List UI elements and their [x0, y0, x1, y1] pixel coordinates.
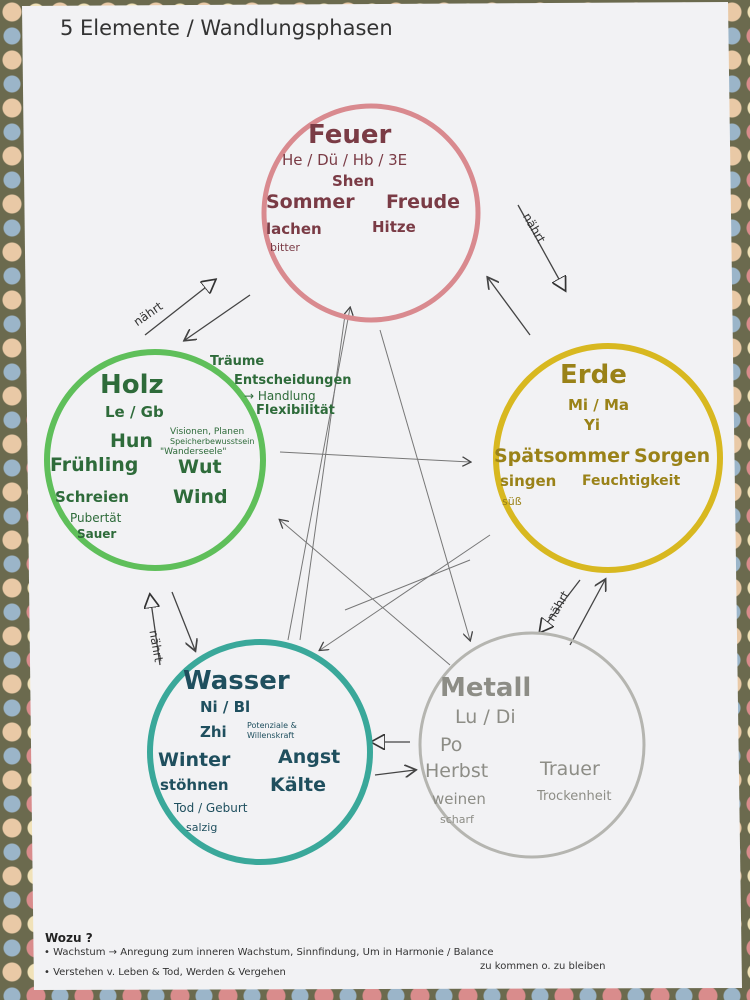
footer-bullet-continued: zu kommen o. zu bleiben	[480, 961, 606, 972]
holz-circle	[44, 349, 266, 571]
metall-spirit: Po	[440, 734, 463, 756]
holz-climate: Wind	[173, 486, 228, 508]
holz-phase: Pubertät	[70, 511, 122, 525]
footer-bullet: • Verstehen v. Leben & Tod, Werden & Ver…	[44, 967, 286, 978]
erde-taste: süß	[502, 495, 522, 508]
metall-season: Herbst	[425, 760, 489, 782]
holz-sound: Schreien	[55, 488, 129, 506]
wasser-spirit: Zhi	[200, 723, 227, 741]
holz-spirit-note: "Wanderseele"	[160, 447, 227, 457]
feuer-circle	[261, 103, 481, 323]
metall-emotion: Trauer	[540, 758, 600, 780]
erde-sound: singen	[500, 472, 557, 490]
holz-organs: Le / Gb	[105, 403, 164, 421]
metall-taste: scharf	[440, 813, 474, 826]
erde-climate: Feuchtigkeit	[582, 473, 681, 489]
holz-note: → Handlung	[244, 389, 316, 403]
feuer-sound: lachen	[266, 220, 322, 238]
holz-taste: Sauer	[77, 527, 117, 541]
holz-title: Holz	[100, 370, 164, 400]
wasser-emotion: Angst	[278, 746, 341, 768]
holz-note: Träume	[210, 354, 265, 369]
erde-organs: Mi / Ma	[568, 396, 630, 414]
paper-sheet	[22, 2, 742, 990]
wasser-circle	[147, 639, 373, 865]
wasser-sound: stöhnen	[160, 776, 229, 794]
wasser-climate: Kälte	[270, 774, 327, 796]
holz-spirit-note: Speicherbewusstsein	[170, 437, 255, 446]
wasser-title: Wasser	[183, 666, 290, 696]
feuer-title: Feuer	[308, 120, 392, 150]
erde-circle	[493, 343, 723, 573]
footer-heading: Wozu ?	[45, 931, 93, 945]
erde-spirit: Yi	[584, 416, 601, 434]
erde-season: Spätsommer	[494, 445, 630, 467]
wasser-phase: Tod / Geburt	[174, 801, 248, 815]
erde-emotion: Sorgen	[634, 445, 711, 467]
feuer-taste: bitter	[270, 241, 300, 254]
page-title: 5 Elemente / Wandlungsphasen	[60, 16, 393, 40]
metall-sound: weinen	[432, 790, 486, 808]
feuer-emotion: Freude	[386, 191, 461, 213]
holz-spirit-note: Visionen, Planen	[170, 427, 245, 437]
footer-bullet: • Wachstum → Anregung zum inneren Wachst…	[44, 947, 494, 958]
feuer-season: Sommer	[266, 191, 355, 213]
metall-circle	[418, 631, 646, 859]
feuer-organs: He / Dü / Hb / 3E	[282, 151, 408, 169]
wasser-organs: Ni / Bl	[200, 698, 251, 716]
holz-note: Flexibilität	[256, 403, 335, 418]
control-arrows	[280, 308, 491, 666]
holz-note: Entscheidungen	[234, 373, 352, 388]
holz-season: Frühling	[50, 454, 139, 476]
erde-title: Erde	[560, 360, 627, 390]
feuer-spirit: Shen	[332, 172, 375, 190]
metall-climate: Trockenheit	[537, 789, 612, 804]
wasser-spirit-note: Potenziale &	[247, 721, 297, 730]
metall-organs: Lu / Di	[455, 706, 516, 728]
holz-spirit: Hun	[110, 430, 153, 452]
wasser-taste: salzig	[186, 821, 218, 834]
metall-title: Metall	[440, 673, 532, 703]
wasser-season: Winter	[158, 749, 231, 771]
holz-emotion: Wut	[178, 456, 222, 478]
feeding-arrows	[145, 204, 605, 775]
wasser-spirit-note: Willenskraft	[247, 731, 295, 740]
feuer-climate: Hitze	[372, 218, 416, 236]
